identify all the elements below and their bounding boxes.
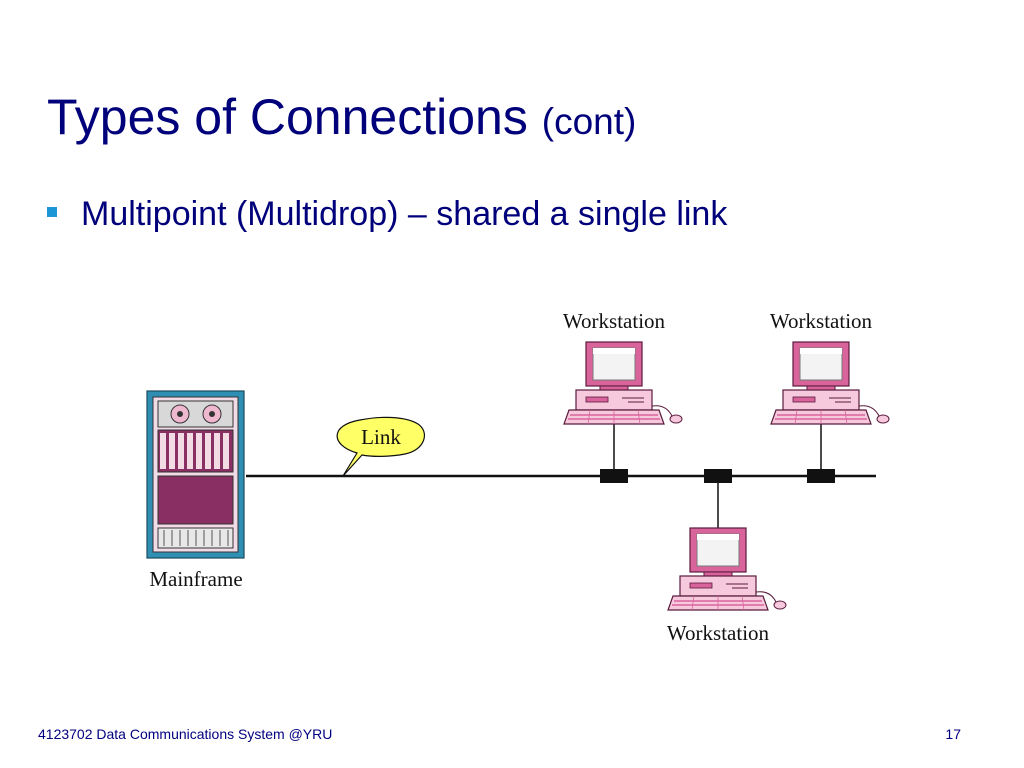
mainframe-icon [146, 390, 245, 559]
title-sub: (cont) [541, 101, 637, 142]
link-callout [336, 416, 426, 477]
bullet-rest: shared a single link [436, 195, 728, 233]
workstation-computer-icon [563, 341, 683, 425]
workstation-label: Workstation [563, 309, 666, 333]
slide-title: Types of Connections (cont) [47, 92, 636, 142]
slide-number: 17 [945, 726, 961, 742]
workstation-label: Workstation [667, 621, 770, 645]
bullet-dash: – [407, 195, 427, 233]
workstation-computer-icon [770, 341, 890, 425]
bullet-square-icon [47, 207, 57, 218]
title-main: Types of Connections [47, 89, 528, 145]
workstation-label: Workstation [770, 309, 873, 333]
tap-connector [704, 469, 732, 483]
workstation-computer-icon [667, 527, 787, 611]
mainframe-label: Mainframe [149, 567, 242, 591]
bullet-lead: Multipoint (Multidrop) [81, 195, 399, 233]
tap-connector [600, 469, 628, 483]
footer-course: 4123702 Data Communications System @YRU [38, 726, 333, 742]
link-label: Link [361, 425, 401, 449]
bullet-item: Multipoint (Multidrop) – shared a single… [47, 197, 727, 231]
tap-connector [807, 469, 835, 483]
